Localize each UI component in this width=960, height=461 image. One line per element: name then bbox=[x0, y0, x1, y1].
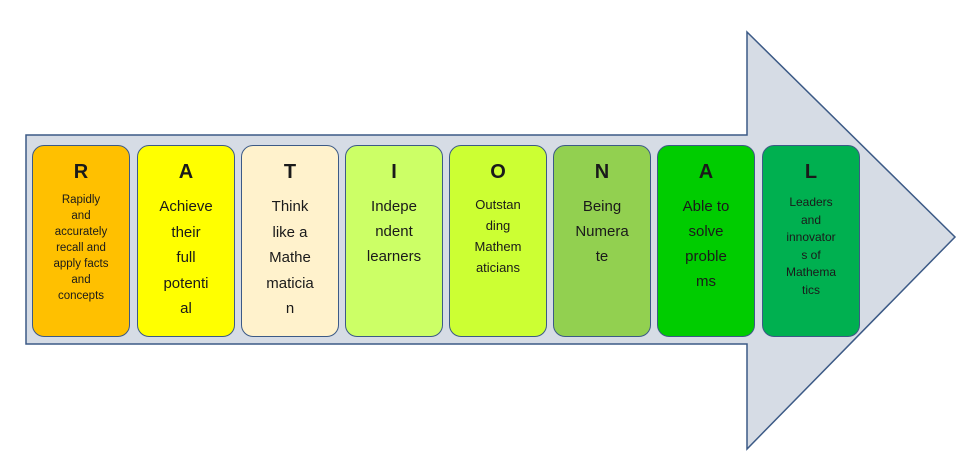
card-a1: A Achieve their full potenti al bbox=[137, 145, 235, 337]
card-letter: N bbox=[594, 161, 610, 183]
card-text: Being Numera te bbox=[575, 198, 629, 265]
card-letter: L bbox=[804, 161, 818, 183]
card-letter: T bbox=[283, 161, 297, 183]
card-text: Achieve their full potenti al bbox=[159, 198, 213, 317]
card-letter: O bbox=[490, 161, 506, 183]
card-r: R Rapidly and accurately recall and appl… bbox=[32, 145, 130, 337]
card-letter: A bbox=[698, 161, 714, 183]
card-letter: A bbox=[178, 161, 194, 183]
card-o: O Outstan ding Mathem aticians bbox=[449, 145, 547, 337]
card-i: I Indepe ndent learners bbox=[345, 145, 443, 337]
card-letter: R bbox=[73, 161, 89, 183]
card-text: Leaders and innovator s of Mathema tics bbox=[785, 195, 837, 297]
card-text: Outstan ding Mathem aticians bbox=[474, 197, 522, 275]
card-text: Rapidly and accurately recall and apply … bbox=[53, 194, 109, 302]
card-a2: A Able to solve proble ms bbox=[657, 145, 755, 337]
card-l: L Leaders and innovator s of Mathema tic… bbox=[762, 145, 860, 337]
card-text: Indepe ndent learners bbox=[366, 198, 422, 265]
card-t: T Think like a Mathe maticia n bbox=[241, 145, 339, 337]
card-text: Think like a Mathe maticia n bbox=[266, 198, 314, 317]
card-n: N Being Numera te bbox=[553, 145, 651, 337]
card-letter: I bbox=[391, 161, 397, 183]
card-text: Able to solve proble ms bbox=[682, 198, 730, 290]
